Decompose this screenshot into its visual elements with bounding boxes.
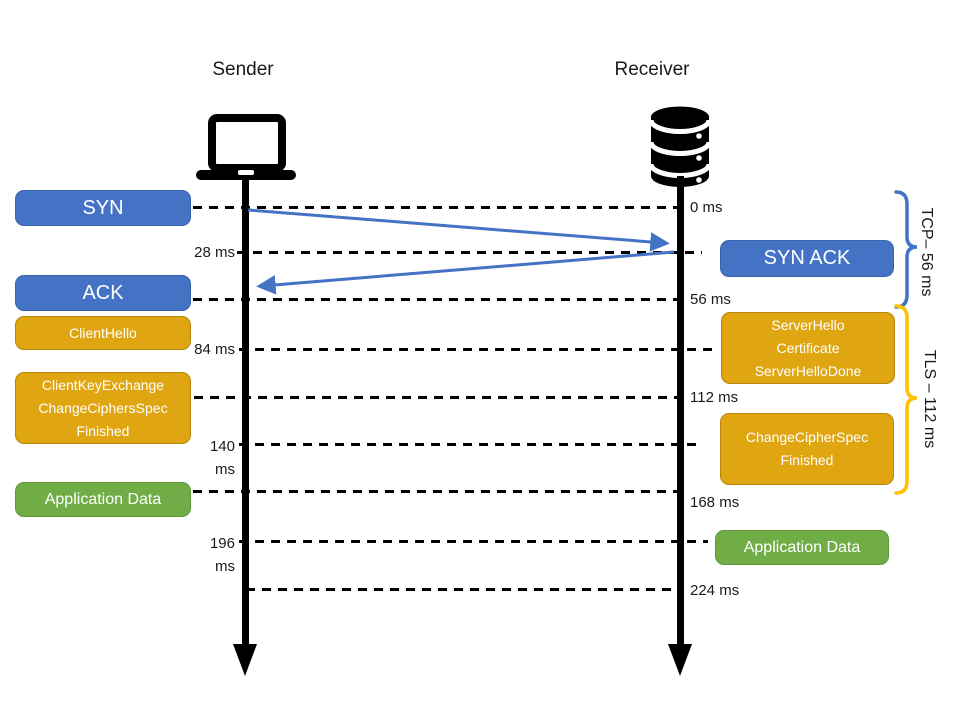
tls-phase-brace	[894, 304, 918, 495]
timeline-196ms	[239, 540, 708, 543]
syn-box: SYN	[15, 190, 191, 226]
client-hello-box: ClientHello	[15, 316, 191, 350]
syn-ack-box: SYN ACK	[720, 240, 894, 277]
application-data-box-receiver: Application Data	[715, 530, 889, 565]
sender-lifeline-arrowhead	[233, 644, 257, 676]
timeline-224ms	[246, 588, 681, 591]
timeline-56ms	[193, 298, 680, 301]
timeline-112ms	[194, 396, 680, 399]
database-icon	[648, 106, 712, 190]
ack-box: ACK	[15, 275, 191, 311]
tcp-phase-brace	[894, 190, 918, 309]
time-label-28ms: 28 ms	[194, 244, 235, 261]
client-key-exchange-box: ClientKeyExchange ChangeCiphersSpec Fini…	[15, 372, 191, 444]
change-cipher-spec-box: ChangeCipherSpec Finished	[720, 413, 894, 485]
time-label-196ms: 196 ms	[209, 535, 235, 575]
time-label-0ms: 0 ms	[690, 199, 723, 216]
timeline-140ms	[239, 443, 702, 446]
time-label-84ms: 84 ms	[194, 341, 235, 358]
laptop-icon	[196, 112, 296, 184]
timeline-28ms	[237, 251, 702, 254]
tcp-phase-label: TCP– 56 ms	[918, 207, 935, 297]
time-label-112ms: 112 ms	[690, 389, 739, 406]
receiver-lifeline	[677, 176, 684, 646]
receiver-lifeline-arrowhead	[668, 644, 692, 676]
tls-phase-label: TLS – 112 ms	[921, 349, 938, 449]
time-label-168ms: 168 ms	[690, 494, 740, 511]
timeline-84ms	[239, 348, 716, 351]
syn-arrow	[247, 208, 670, 252]
application-data-box-sender: Application Data	[15, 482, 191, 517]
receiver-title: Receiver	[614, 59, 690, 80]
server-hello-box: ServerHello Certificate ServerHelloDone	[721, 312, 895, 384]
time-label-140ms: 140 ms	[209, 438, 235, 478]
sender-title: Sender	[212, 59, 274, 80]
time-label-56ms: 56 ms	[690, 291, 731, 308]
sender-lifeline	[242, 176, 249, 646]
syn-ack-arrow	[256, 250, 675, 295]
time-label-224ms: 224 ms	[690, 582, 740, 599]
timeline-0ms	[193, 206, 680, 209]
timeline-168ms	[193, 490, 680, 493]
